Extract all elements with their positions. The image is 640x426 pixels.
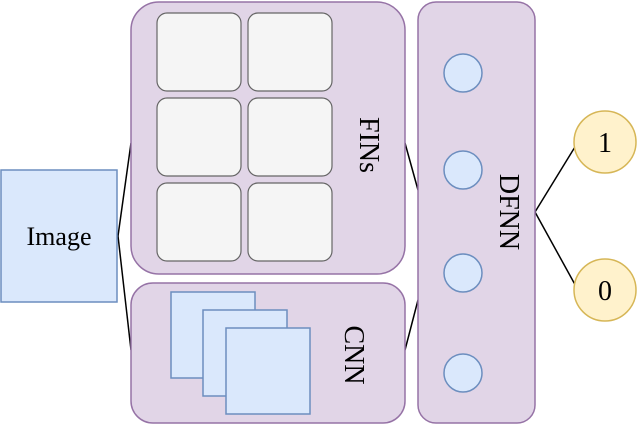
fins-cell (247, 12, 333, 92)
fins-cell (156, 12, 242, 92)
output-node-0: 0 (573, 258, 637, 322)
dfnn-neuron (443, 353, 483, 393)
fins-module: FINs (130, 1, 406, 275)
image-label: Image (27, 222, 92, 251)
dfnn-label: DFNN (493, 174, 524, 250)
output-circle (573, 110, 637, 174)
output-label: 1 (598, 128, 612, 159)
connector-dfnn-output-0 (534, 211, 579, 291)
fins-cell (247, 182, 333, 262)
dfnn-neuron (443, 150, 483, 190)
output-label: 0 (598, 276, 612, 307)
connectors (117, 141, 579, 351)
connector-dfnn-output-1 (534, 141, 579, 213)
fins-cell (156, 97, 242, 177)
output-node-1: 1 (573, 110, 637, 174)
connector-cnn-dfnn (404, 299, 419, 351)
output-circle (573, 258, 637, 322)
fins-label: FINs (353, 117, 384, 173)
connector-image-cnn-bottom (117, 235, 132, 351)
fins-grid (156, 12, 333, 262)
image-box (0, 169, 118, 303)
fins-cell (156, 182, 242, 262)
connector-fins-dfnn (404, 142, 419, 191)
dfnn-panel (417, 1, 536, 424)
dfnn-module: DFNN (417, 1, 536, 424)
output-nodes: 1 0 (573, 110, 637, 322)
cnn-layer (225, 327, 311, 415)
connector-image-fins-top (117, 142, 132, 237)
dfnn-neuron (443, 253, 483, 293)
cnn-module: CNN (130, 282, 406, 424)
dfnn-neuron (443, 53, 483, 93)
fins-cell (247, 97, 333, 177)
image-input-node: Image (0, 169, 118, 303)
cnn-label: CNN (338, 325, 369, 384)
